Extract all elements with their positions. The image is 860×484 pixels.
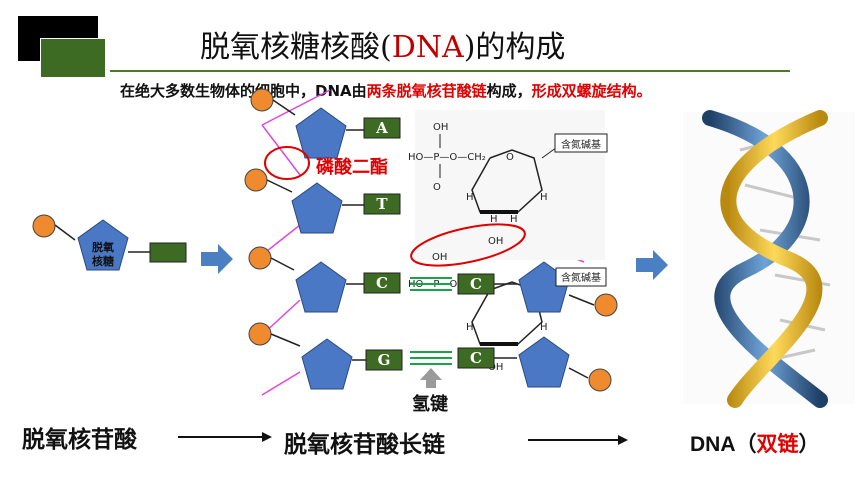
- chem-oh-lower: OH: [432, 252, 447, 263]
- subtitle: 在绝大多数生物体的细胞中，DNA由两条脱氧核苷酸链构成，形成双螺旋结构。: [120, 80, 652, 101]
- subtitle-part4: 形成双螺旋结构。: [531, 82, 652, 100]
- chem-h: H: [540, 322, 548, 333]
- flow-step-3: DNA（双链）: [690, 428, 820, 458]
- sugar-label-2: 核糖: [92, 254, 114, 268]
- base-label-a: A: [375, 119, 388, 137]
- chain-nucleotide-t: T: [244, 168, 401, 234]
- chem-h: H: [466, 192, 474, 203]
- subtitle-part1: 在绝大多数生物体的细胞中，DNA由: [120, 82, 367, 100]
- chem-h: H: [490, 214, 498, 225]
- ring-bond: [471, 149, 543, 213]
- chem-oh-mid: OH: [488, 236, 503, 247]
- chem-o: O: [433, 182, 441, 193]
- base-box-label: 含氮碱基: [561, 138, 601, 151]
- sugar-pentagon: [295, 261, 347, 313]
- bond-line: [270, 257, 295, 271]
- phosphate-circle: [248, 246, 272, 270]
- title-prefix: 脱氧核糖核酸(: [200, 30, 392, 65]
- phosphate-circle: [250, 88, 274, 112]
- flow-step-3-prefix: DNA（: [690, 433, 757, 456]
- phosphodiester-highlight: [264, 146, 310, 180]
- base-label-g: G: [378, 351, 391, 369]
- hydrogen-bonds: [410, 277, 452, 365]
- phosphate-circle: [32, 214, 56, 238]
- bond-line: [272, 99, 296, 116]
- base-box-label: 含氮碱基: [561, 271, 601, 284]
- chem-h: H: [540, 192, 548, 203]
- page-title: 脱氧核糖核酸(DNA)的构成: [200, 22, 565, 66]
- phosphate-circle: [588, 368, 612, 392]
- base-rect: [363, 272, 401, 294]
- pair-base-label: C: [470, 275, 482, 293]
- oh-highlight: [410, 223, 526, 267]
- pair-nucleotide-2: C: [457, 336, 612, 392]
- subtitle-part3: 构成，: [486, 82, 532, 100]
- arrow-right-icon: [636, 250, 668, 280]
- backbone-line: [261, 371, 301, 396]
- corner-block-green: [40, 38, 106, 78]
- bond-line: [270, 333, 301, 347]
- bond-line: [54, 224, 76, 241]
- sugar-pentagon: [518, 336, 570, 388]
- chem-ring-o: O: [506, 152, 514, 163]
- base-label-c: C: [376, 274, 388, 292]
- chem-oh-bottom: OH: [488, 362, 503, 373]
- sugar-pentagon: [77, 219, 129, 271]
- structural-formula: OH HO—P—O—CH₂ O O H H H H OH 含氮碱基: [408, 110, 608, 260]
- bond-line: [568, 367, 589, 379]
- chem-ho-p-row: HO—P—O—CH₂: [408, 152, 486, 163]
- flow-arrow-head-icon: [618, 435, 628, 445]
- sugar-pentagon: [295, 107, 347, 159]
- hydrogen-bond-label: 氢键: [412, 393, 448, 415]
- sugar-label-1: 脱氧: [92, 240, 114, 254]
- pair-nucleotide-1: C 含氮碱基: [457, 261, 618, 317]
- chem-h: H: [510, 214, 518, 225]
- double-helix-image: [683, 110, 855, 408]
- chem-oh-top: OH: [433, 122, 448, 133]
- arrow-right-icon: [201, 244, 233, 274]
- arrow-up-icon: [420, 368, 442, 388]
- flow-step-2: 脱氧核苷酸长链: [284, 432, 445, 458]
- title-accent: DNA: [391, 30, 464, 65]
- chain-nucleotide-c: C: [248, 246, 401, 313]
- base-box: [554, 133, 608, 153]
- subtitle-part2: 两条脱氧核苷酸链: [366, 82, 487, 100]
- base-rect: [363, 193, 401, 215]
- backbone-line: [261, 224, 301, 256]
- phosphate-circle: [244, 168, 268, 192]
- chain-nucleotide-g: G: [248, 322, 403, 390]
- title-divider: [110, 70, 790, 72]
- chain-nucleotide-a: A: [250, 88, 401, 159]
- sugar-pentagon: [301, 338, 353, 390]
- helix-strand-gold: [720, 110, 828, 408]
- base-rect: [365, 349, 403, 371]
- phosphate-circle: [248, 322, 272, 346]
- bond-line: [266, 179, 293, 193]
- backbone-line: [261, 89, 331, 126]
- title-suffix: )的构成: [463, 30, 566, 65]
- chem-h: H: [466, 322, 474, 333]
- base-rect: [363, 117, 401, 139]
- base-label-t: T: [376, 195, 388, 213]
- sugar-pentagon: [291, 182, 343, 234]
- backbone-line: [261, 124, 301, 176]
- phosphodiester-label: 磷酸二酯: [316, 156, 388, 178]
- flow-step-3-accent: 双链: [756, 433, 799, 456]
- flow-arrow-head-icon: [262, 432, 272, 442]
- bond-line: [568, 294, 595, 306]
- phosphate-circle: [594, 293, 618, 317]
- flow-step-3-suffix: ）: [798, 433, 820, 456]
- single-nucleotide: 脱氧 核糖: [32, 214, 187, 271]
- flow-step-1: 脱氧核苷酸: [22, 427, 137, 453]
- pair-base-label: C: [470, 349, 482, 367]
- base-box: [555, 267, 607, 287]
- base-rect: [149, 242, 187, 263]
